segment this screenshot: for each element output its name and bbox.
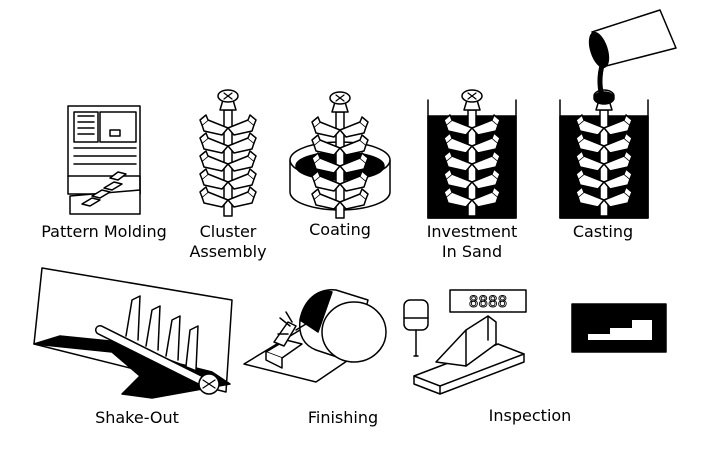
label-coating: Coating	[309, 220, 371, 239]
inspection-illustration: 8888	[403, 289, 527, 395]
sample-part-card	[571, 303, 667, 353]
coating-illustration	[289, 92, 391, 218]
svg-text:8888: 8888	[469, 292, 508, 311]
cluster-assembly-illustration	[200, 90, 256, 216]
label-cluster-assembly: Cluster Assembly	[189, 222, 267, 261]
label-finishing: Finishing	[307, 408, 379, 427]
label-inspection: Inspection	[488, 406, 572, 425]
label-investment-in-sand: Investment In Sand	[426, 222, 518, 261]
label-casting: Casting	[572, 222, 634, 241]
finishing-illustration	[243, 289, 387, 383]
label-pattern-molding: Pattern Molding	[41, 222, 167, 241]
shake-out-illustration	[33, 267, 233, 399]
investment-in-sand-illustration	[427, 90, 517, 219]
label-shake-out: Shake-Out	[95, 408, 179, 427]
casting-illustration	[559, 9, 677, 219]
pattern-molding-illustration	[67, 105, 141, 215]
